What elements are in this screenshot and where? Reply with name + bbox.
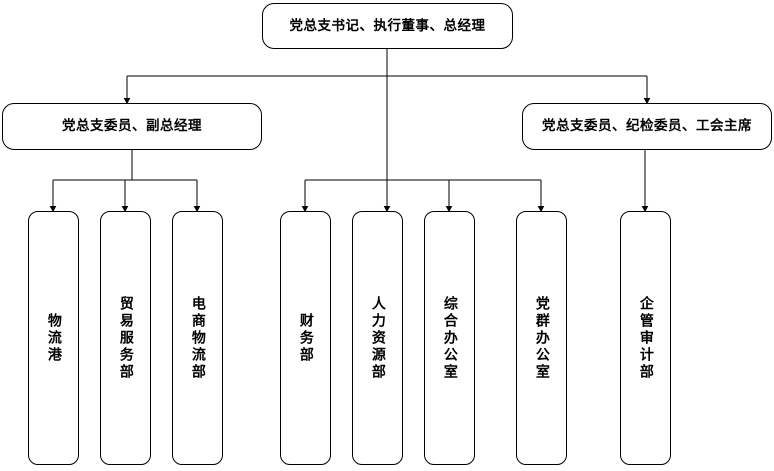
node-label: 电商物流部 [189, 295, 206, 381]
node-label: 党群办公室 [533, 295, 550, 381]
node-label: 党总支书记、执行董事、总经理 [289, 17, 486, 34]
node-l2-discipline-union-chair[interactable]: 党总支委员、纪检委员、工会主席 [522, 103, 772, 150]
node-dept-party-mass-office[interactable]: 党群办公室 [516, 211, 567, 465]
node-l2-deputy-general-manager[interactable]: 党总支委员、副总经理 [2, 103, 262, 150]
node-label: 财务部 [297, 312, 314, 364]
node-label: 企管审计部 [637, 295, 654, 381]
node-dept-enterprise-management-audit[interactable]: 企管审计部 [620, 211, 671, 465]
node-label: 党总支委员、纪检委员、工会主席 [542, 118, 752, 135]
node-label: 人力资源部 [369, 295, 386, 381]
node-dept-ecommerce-logistics[interactable]: 电商物流部 [172, 211, 223, 465]
node-label: 党总支委员、副总经理 [62, 118, 202, 135]
node-label: 贸易服务部 [117, 295, 134, 381]
node-label: 综合办公室 [441, 295, 458, 381]
node-top-party-secretary[interactable]: 党总支书记、执行董事、总经理 [262, 3, 513, 49]
node-label: 物流港 [45, 312, 62, 364]
node-dept-human-resources[interactable]: 人力资源部 [352, 211, 403, 465]
node-dept-general-office[interactable]: 综合办公室 [424, 211, 475, 465]
node-dept-logistics-port[interactable]: 物流港 [28, 211, 79, 465]
node-dept-trade-service[interactable]: 贸易服务部 [100, 211, 151, 465]
node-dept-finance[interactable]: 财务部 [280, 211, 331, 465]
